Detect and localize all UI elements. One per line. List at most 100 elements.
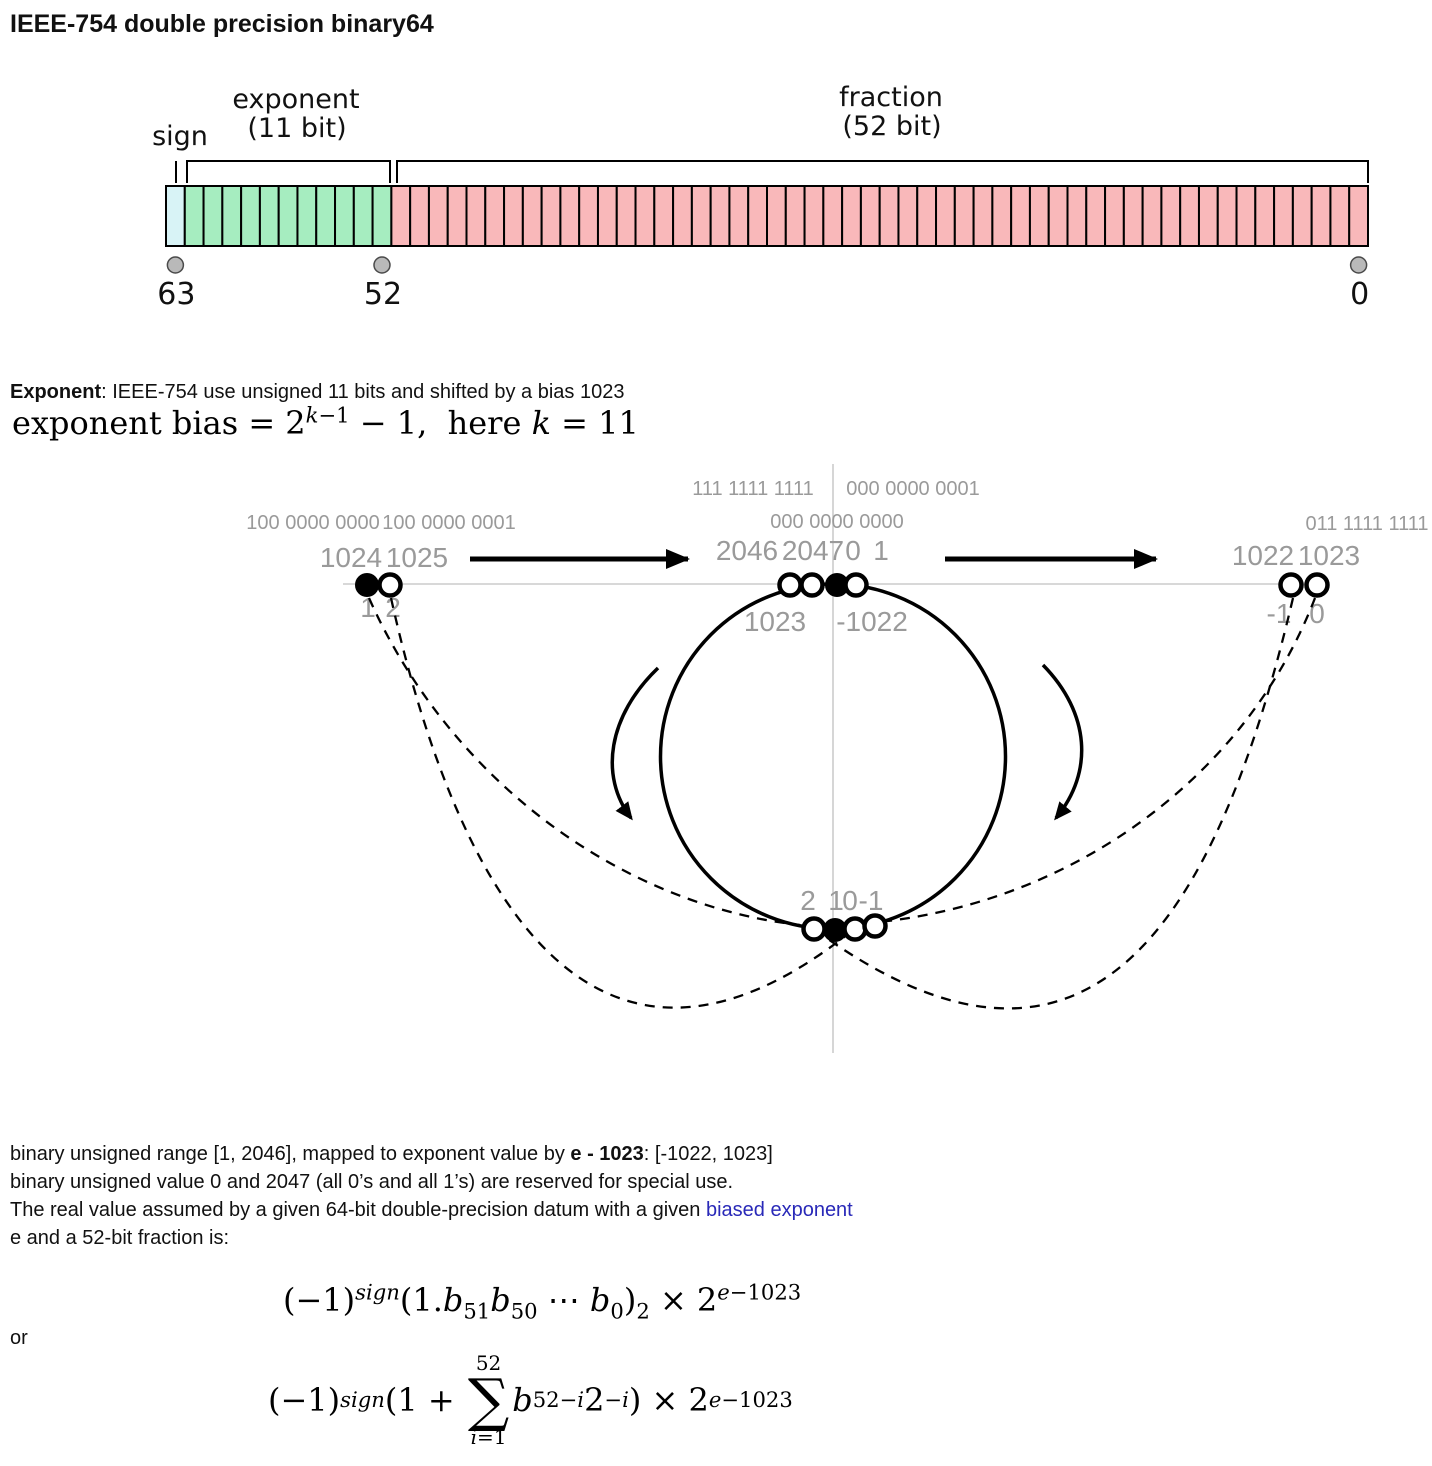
bit-cell-fraction [1066,185,1088,247]
bit-cell-fraction [672,185,693,247]
exponent-bits-label: (11 bit) [247,113,346,144]
binary-label-5: 011 1111 1111 [1305,513,1428,535]
mapped-value-label-8: 0 [842,885,858,916]
mapping-dashed-curve-2 [878,597,1317,924]
bit-cell-sign [165,185,186,247]
exponent-bracket [186,160,391,183]
open-point-6 [1278,572,1304,598]
bit-cell-exponent [352,185,374,247]
mapped-value-label-9: -1 [859,885,884,916]
bit-marker-label-52: 52 [364,277,402,312]
bit-cell-fraction [578,185,599,247]
bit-cell-exponent [315,185,337,247]
page-title: IEEE-754 double precision binary64 [10,10,434,38]
bit-cell-fraction [1197,185,1219,247]
bit-cell-fraction [1291,185,1313,247]
summation: 52∑i=1 [467,1351,510,1449]
open-point-7 [1304,572,1330,598]
fraction-bracket [396,160,1369,183]
or-label: or [10,1327,28,1349]
unsigned-value-label-4: 0 [845,535,861,566]
mapping-dashed-curve-0 [367,597,801,927]
mapped-value-label-0: 1 [360,592,376,623]
real-value-formula: (−1)sign(1.b51b50 ⋯ b0)2 × 2e−1023 [283,1279,802,1324]
bit-cell-fraction [390,185,412,247]
open-point-11 [862,913,888,939]
exponent-label: exponent [232,84,359,115]
fraction-label: fraction [839,82,943,113]
bit-cell-fraction [1122,185,1144,247]
bit-cell-exponent [202,185,224,247]
bit-cell-fraction [1254,185,1276,247]
mapped-value-label-6: 2 [800,885,816,916]
bit-cell-fraction [784,185,806,247]
bit-cell-fraction [1273,185,1294,247]
rotation-arrow-left [610,666,660,821]
body-line-2: binary unsigned value 0 and 2047 (all 0’… [10,1171,734,1193]
biased-exponent-link[interactable]: biased exponent [705,1199,853,1221]
rotation-arrow-right [1041,663,1084,821]
open-point-8 [801,916,827,942]
mapping-dashed-curve-3 [817,597,1295,1010]
binary-label-1: 000 0000 0001 [846,478,979,500]
bit-cell-fraction [484,185,506,247]
bit-cell-exponent [183,185,205,247]
mapped-value-label-3: -1022 [836,606,908,637]
bit-cell-fraction [1179,185,1200,247]
bit-cell-fraction [935,185,956,247]
mapped-value-label-5: 0 [1309,598,1325,629]
bit-cell-fraction [897,185,919,247]
bit-cell-fraction [878,185,900,247]
bit-cell-fraction [803,185,825,247]
bit-cell-fraction [596,185,618,247]
bit-cell-exponent [221,185,243,247]
unsigned-value-label-0: 1024 [320,542,382,573]
bit-cell-exponent [334,185,355,247]
sign-label: sign [152,121,208,152]
bit-cell-fraction [1028,185,1050,247]
binary-label-0: 111 1111 1111 [692,478,814,500]
bit-cell-exponent [296,185,318,247]
body-line-3: The real value assumed by a given 64-bit… [10,1199,853,1221]
bit-cell-fraction [1104,185,1125,247]
unsigned-value-label-3: 2047 [782,535,844,566]
bit-cell-fraction [1235,185,1257,247]
bit-cell-fraction [634,185,656,247]
bit-cell-fraction [521,185,543,247]
bit-cell-exponent [371,185,393,247]
bias-formula: exponent bias = 2k−1 − 1, here k = 11 [12,402,639,442]
bit-cell-fraction [427,185,449,247]
unsigned-value-label-6: 1022 [1232,540,1294,571]
exponent-note-text: : IEEE-754 use unsigned 11 bits and shif… [101,381,625,403]
bit-cell-exponent [240,185,261,247]
body-text: binary unsigned range [1, 2046], mapped … [10,1140,853,1252]
unsigned-value-label-1: 1025 [386,542,448,573]
mapping-dashed-curve-1 [389,597,854,1009]
filled-point-0 [355,573,379,597]
bit-cell-exponent [277,185,299,247]
bit-cell-fraction [766,185,787,247]
open-point-3 [799,572,825,598]
bit-cell-fraction [465,185,487,247]
bit-cell-fraction [615,185,637,247]
bit-marker-dot-0 [1349,256,1368,274]
bit-cell-fraction [1047,185,1069,247]
bit-cell-fraction [690,185,712,247]
body-line-1: binary unsigned range [1, 2046], mapped … [10,1143,773,1165]
bit-cell-fraction [822,185,844,247]
bit-cell-fraction [1085,185,1107,247]
bit-cell-fraction [1010,185,1031,247]
unsigned-value-label-2: 2046 [716,535,778,566]
bit-cell-fraction [540,185,562,247]
bit-marker-dot-63 [166,256,185,274]
bit-cell-fraction [503,185,524,247]
open-point-2 [777,572,803,598]
binary-label-4: 000 0000 0000 [770,511,903,533]
bit-cell-fraction [991,185,1013,247]
open-point-5 [843,572,869,598]
bit-cell-fraction [559,185,581,247]
bit-cell-fraction [747,185,768,247]
